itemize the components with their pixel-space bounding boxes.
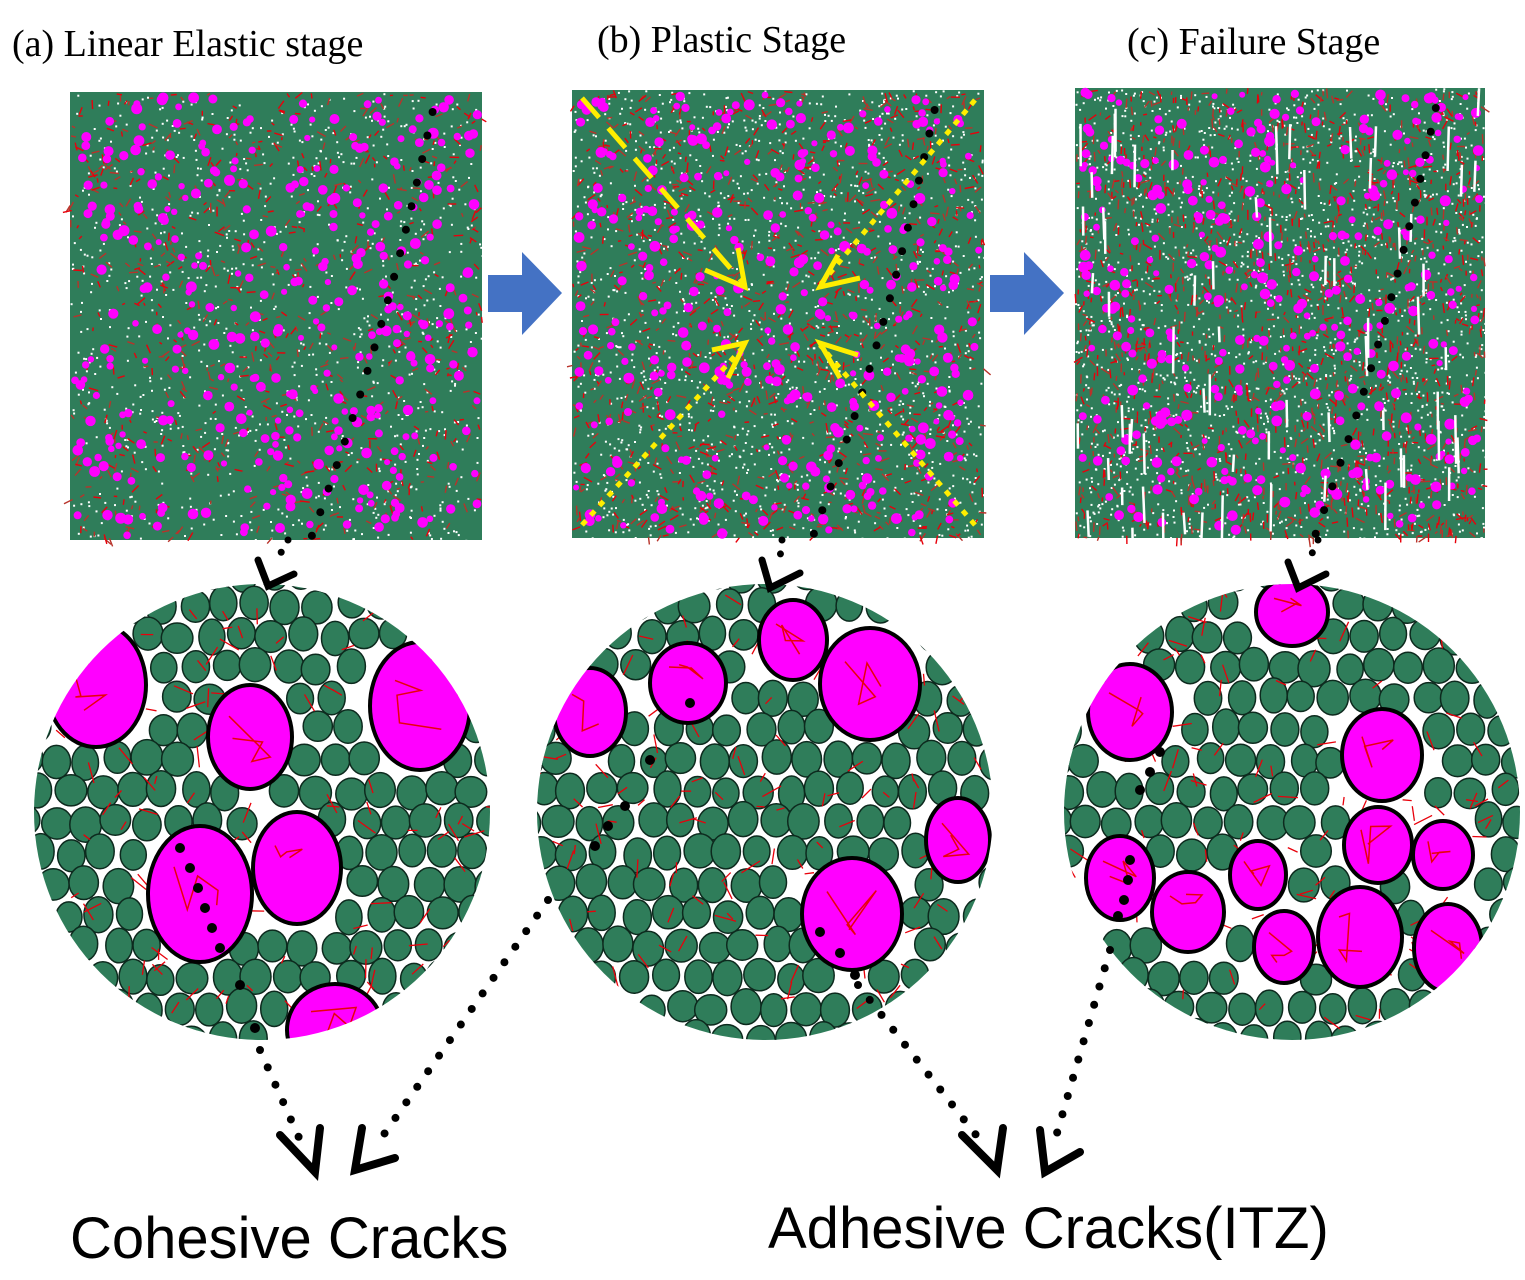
specimen-panel-a [62,91,487,547]
zoom-circle-b [537,584,993,1040]
adhesive-cracks-label: Adhesive Cracks(ITZ) [768,1196,1329,1261]
cohesive-cracks-label: Cohesive Cracks [70,1206,508,1271]
stage-c-title: (c) Failure Stage [1127,21,1380,63]
specimen-panel-c [1073,87,1490,584]
stage-b-title: (b) Plastic Stage [597,19,846,61]
stage-a-title: (a) Linear Elastic stage [12,23,363,65]
leader-arrows [254,536,1330,1181]
zoom-circle-a [34,584,490,1040]
specimen-panel-b [566,90,992,545]
arrow-a-to-b [488,252,562,335]
zoom-circle-c [1064,584,1520,1040]
stress-paths [580,96,977,527]
arrow-b-to-c [990,252,1064,335]
